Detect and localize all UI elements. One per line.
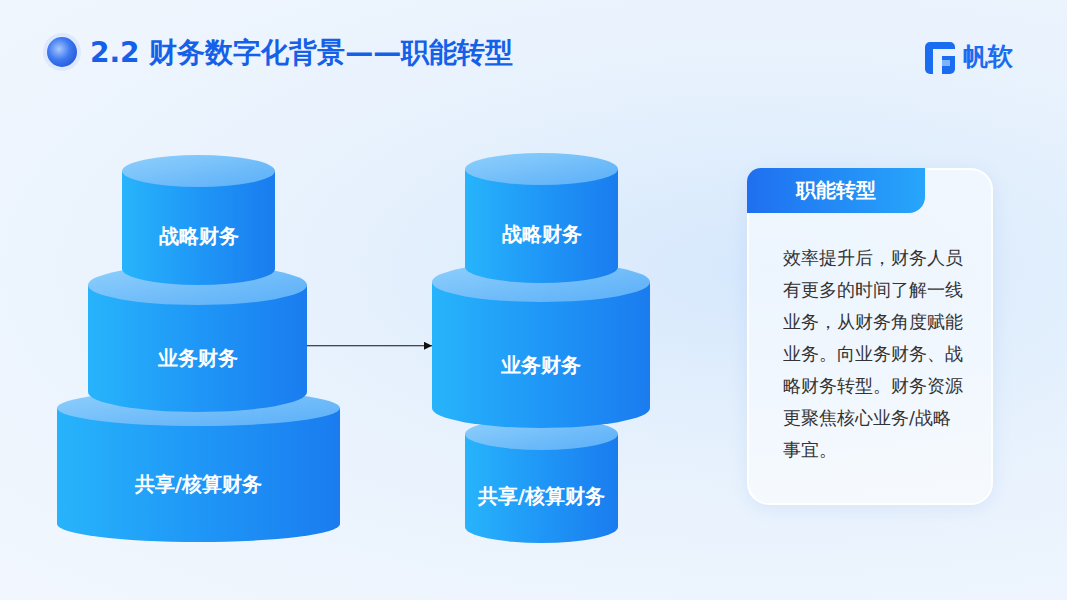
tier-label: 共享/核算财务 xyxy=(57,426,340,542)
cylinder-tier: 共享/核算财务 xyxy=(465,418,618,543)
tier-label: 战略财务 xyxy=(122,187,275,285)
card-body-text: 效率提升后，财务人员有更多的时间了解一线业务，从财务角度赋能业务。向业务财务、战… xyxy=(783,242,967,466)
logo-icon xyxy=(925,42,955,74)
cylinder-tier: 业务财务 xyxy=(88,265,307,412)
cylinder-shape xyxy=(465,153,618,283)
cylinder-top xyxy=(432,262,650,302)
cylinder-top xyxy=(122,155,275,187)
transition-arrow xyxy=(307,345,432,346)
cylinder-top xyxy=(465,153,618,185)
slide-title: 2.2 财务数字化背景——职能转型 xyxy=(90,34,513,72)
cylinder-top xyxy=(57,390,340,426)
cylinder-top xyxy=(88,265,307,305)
cylinder-body xyxy=(122,171,275,285)
tier-label: 战略财务 xyxy=(465,185,618,283)
title-bullet-ring xyxy=(43,33,81,71)
tier-label: 业务财务 xyxy=(88,305,307,412)
cylinder-shape xyxy=(122,155,275,285)
tier-label: 共享/核算财务 xyxy=(465,450,618,543)
cylinder-body xyxy=(465,434,618,543)
cylinder-body xyxy=(57,408,340,542)
card-heading: 职能转型 xyxy=(747,168,925,213)
cylinder-top xyxy=(465,418,618,450)
cylinder-body xyxy=(432,282,650,428)
cylinder-tier: 战略财务 xyxy=(122,155,275,285)
cylinder-tier: 共享/核算财务 xyxy=(57,390,340,542)
cylinder-tier: 业务财务 xyxy=(432,262,650,428)
cylinder-shape xyxy=(88,265,307,412)
info-card: 职能转型效率提升后，财务人员有更多的时间了解一线业务，从财务角度赋能业务。向业务… xyxy=(747,168,993,505)
cylinder-shape xyxy=(465,418,618,543)
title-bullet xyxy=(47,37,77,67)
cylinder-shape xyxy=(432,262,650,428)
tier-label: 业务财务 xyxy=(432,302,650,428)
cylinder-tier: 战略财务 xyxy=(465,153,618,283)
cylinder-shape xyxy=(57,390,340,542)
logo-text: 帆软 xyxy=(963,40,1013,73)
cylinder-body xyxy=(465,169,618,283)
